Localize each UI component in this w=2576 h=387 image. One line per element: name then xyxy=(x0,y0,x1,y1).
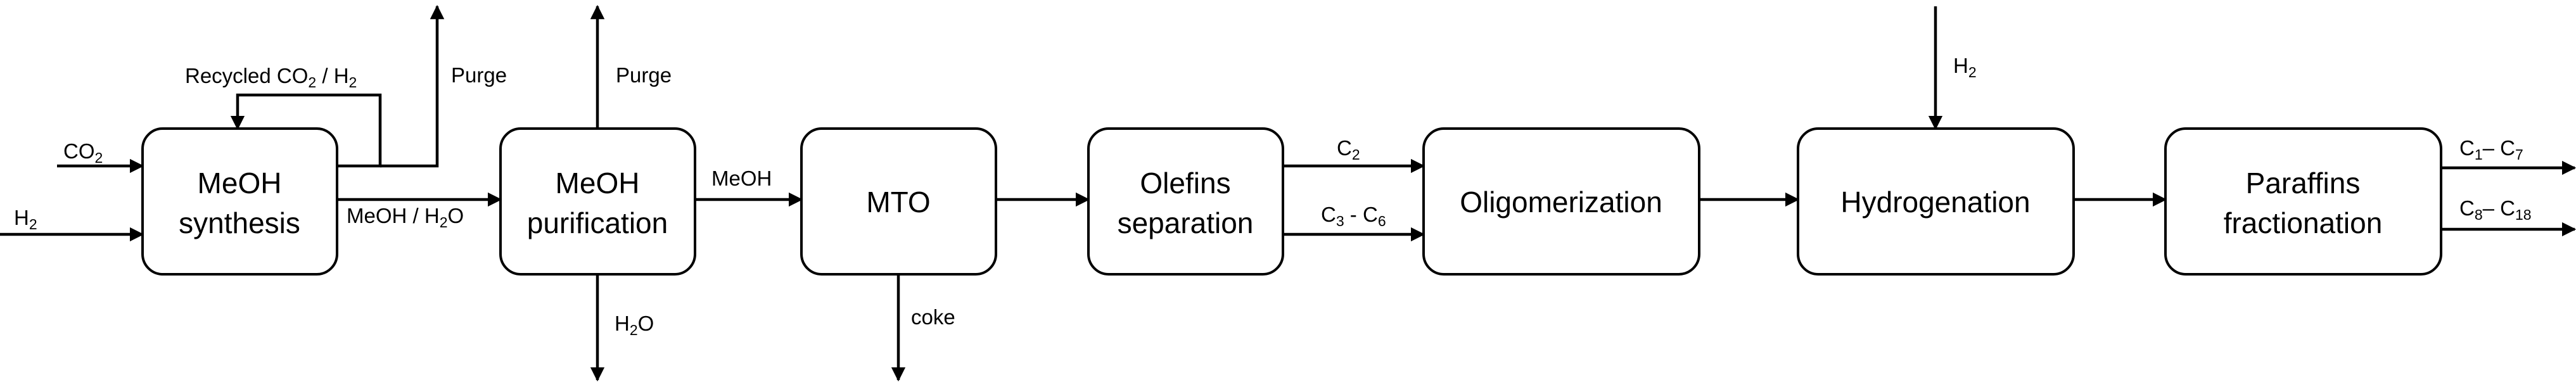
arrow-purge-1 xyxy=(380,4,445,168)
box-olefins-separation-line1: Olefins xyxy=(1140,167,1230,200)
label-c2: C2 xyxy=(1337,136,1360,163)
box-meoh-purification-line2: purification xyxy=(527,206,668,239)
box-olefins-separation: Olefins separation xyxy=(1087,127,1284,276)
box-meoh-synthesis-line2: synthesis xyxy=(179,206,300,239)
box-hydrogenation-label: Hydrogenation xyxy=(1840,186,2030,219)
label-h2-hydrogenation: H2 xyxy=(1953,54,1977,80)
box-meoh-synthesis: MeOH synthesis xyxy=(141,127,338,276)
box-mto-label: MTO xyxy=(866,186,930,219)
label-h2o-out: H2O xyxy=(615,312,654,338)
box-oligomerization: Oligomerization xyxy=(1422,127,1700,276)
box-paraffins-fractionation-line2: fractionation xyxy=(2224,206,2383,239)
box-meoh-synthesis-line1: MeOH xyxy=(198,167,282,200)
box-paraffins-fractionation: Paraffins fractionation xyxy=(2164,127,2442,276)
box-oligomerization-label: Oligomerization xyxy=(1460,186,1662,219)
box-hydrogenation: Hydrogenation xyxy=(1797,127,2075,276)
label-co2-feed: CO2 xyxy=(63,139,103,166)
label-purge-1: Purge xyxy=(451,63,507,87)
box-meoh-purification-line1: MeOH xyxy=(556,167,640,200)
label-h2-feed: H2 xyxy=(14,206,37,232)
box-meoh-purification: MeOH purification xyxy=(499,127,696,276)
label-meoh: MeOH xyxy=(711,167,772,190)
label-c1-c7: C1– C7 xyxy=(2459,136,2523,163)
label-purge-2: Purge xyxy=(616,63,672,87)
box-olefins-separation-line2: separation xyxy=(1118,206,1254,239)
label-coke: coke xyxy=(911,305,955,329)
label-meoh-h2o: MeOH / H2O xyxy=(347,204,464,231)
label-c8-c18: C8– C18 xyxy=(2459,196,2532,223)
label-c3-c6: C3 - C6 xyxy=(1321,203,1386,229)
box-paraffins-fractionation-line1: Paraffins xyxy=(2246,167,2361,200)
box-mto: MTO xyxy=(800,127,997,276)
arrow-recycle-loop xyxy=(230,93,382,168)
label-recycled: Recycled CO2 / H2 xyxy=(185,64,357,91)
